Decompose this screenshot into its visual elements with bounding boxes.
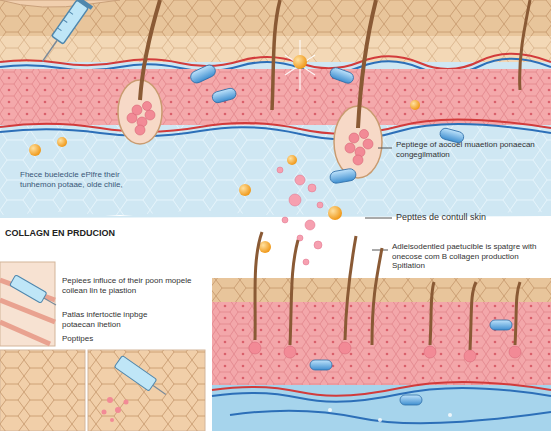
callout-text: Adleisodentled paetucible is spatgre wit… [392,242,548,271]
callout-text: Peptiege of aocoel muaetion ponaecan con… [396,140,548,159]
label-holder: Pepiees influce of their poon mopele coi… [62,276,202,295]
section-heading: COLLAGN EN PRDUCION [5,228,195,239]
note-text: Patlas infertoctie inpbge potaecan iheti… [62,310,174,329]
label-holder: Fhece bueledcle ePlfre their tunhemon po… [20,170,142,189]
label-holder: Poptipes [62,334,182,344]
label-holder: Adleisodentled paetucible is spatgre wit… [392,242,548,271]
callout-text: Pepttes de contull skin [396,212,546,223]
note-text: Poptipes [62,334,182,344]
label-holder: COLLAGN EN PRDUCION [5,228,195,239]
note-text: Fhece bueledcle ePlfre their tunhemon po… [20,170,142,189]
label-holder: Peptiege of aocoel muaetion ponaecan con… [396,140,548,159]
label-holder: Patlas infertoctie inpbge potaecan iheti… [62,310,174,329]
note-text: Pepiees influce of their poon mopele coi… [62,276,202,295]
label-holder: Pepttes de contull skin [396,212,546,223]
